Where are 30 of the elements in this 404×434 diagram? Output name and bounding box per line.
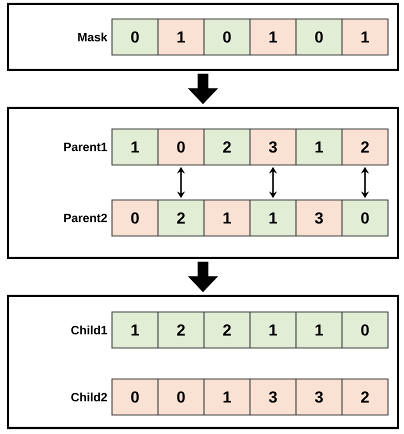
value-cell: 0 <box>111 199 159 237</box>
value-cell: 1 <box>249 18 297 56</box>
value-cell: 0 <box>295 18 343 56</box>
value-cell: 3 <box>295 199 343 237</box>
value-cell: 0 <box>111 378 159 416</box>
value-cell: 1 <box>295 128 343 166</box>
value-cell: 1 <box>203 378 251 416</box>
value-cell: 0 <box>157 128 205 166</box>
value-cell: 0 <box>111 18 159 56</box>
value-cell: 1 <box>157 18 205 56</box>
value-cell: 2 <box>203 311 251 349</box>
value-cell: 1 <box>341 18 389 56</box>
value-cell: 0 <box>341 311 389 349</box>
value-cell: 2 <box>157 199 205 237</box>
value-cell: 3 <box>295 378 343 416</box>
value-cell: 1 <box>295 311 343 349</box>
value-cell: 1 <box>249 311 297 349</box>
value-cell: 1 <box>249 199 297 237</box>
value-cell: 2 <box>203 128 251 166</box>
value-cell: 1 <box>203 199 251 237</box>
value-cell: 0 <box>157 378 205 416</box>
value-cell: 3 <box>249 378 297 416</box>
value-cell: 1 <box>111 311 159 349</box>
value-cell: 0 <box>341 199 389 237</box>
value-cell: 3 <box>249 128 297 166</box>
value-cell: 2 <box>341 378 389 416</box>
value-cell: 2 <box>341 128 389 166</box>
value-cell: 2 <box>157 311 205 349</box>
value-cell: 1 <box>111 128 159 166</box>
value-cell: 0 <box>203 18 251 56</box>
